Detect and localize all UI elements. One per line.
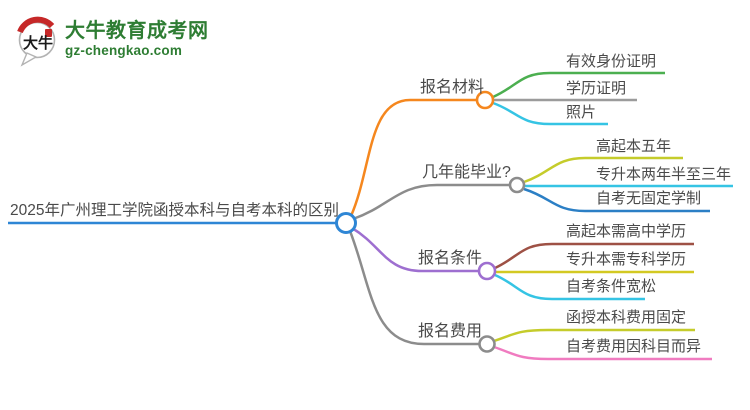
logo-red-ribbon bbox=[17, 16, 55, 34]
logo-bull-icon: 大牛 bbox=[17, 16, 56, 67]
child-label-edu-proof: 学历证明 bbox=[566, 80, 627, 97]
child-label-no-fixed-term: 自考无固定学制 bbox=[596, 190, 702, 207]
child-line-fixed-fee bbox=[493, 328, 695, 343]
child-line-id-proof bbox=[492, 71, 665, 99]
logo-red-seal bbox=[45, 29, 52, 37]
branch-line-fees bbox=[348, 230, 480, 346]
branch-line-years bbox=[352, 183, 510, 221]
branch-line-materials bbox=[349, 98, 477, 217]
child-label-highschool-req: 高起本需高中学历 bbox=[566, 223, 687, 240]
branch-label-conditions: 报名条件 bbox=[418, 250, 483, 267]
logo-icon-text: 大牛 bbox=[23, 34, 53, 52]
branch-node-circle-fees bbox=[478, 335, 496, 353]
child-line-highschool-req bbox=[494, 242, 694, 270]
branch-node-circle-materials bbox=[475, 90, 495, 110]
branch-label-years: 几年能毕业? bbox=[422, 164, 511, 181]
branch-label-fees: 报名费用 bbox=[418, 323, 483, 340]
logo-title: 大牛教育成考网 bbox=[65, 20, 209, 42]
child-line-subject-fee bbox=[493, 345, 712, 361]
child-label-photo: 照片 bbox=[566, 104, 597, 121]
logo-text-block: 大牛教育成考网 gz-chengkao.com bbox=[65, 14, 209, 58]
child-label-id-proof: 有效身份证明 bbox=[566, 53, 657, 70]
child-label-college-req: 专升本需专科学历 bbox=[566, 251, 687, 268]
branch-line-conditions bbox=[351, 226, 479, 273]
child-label-fixed-fee: 函授本科费用固定 bbox=[566, 309, 687, 326]
child-label-relaxed-req: 自考条件宽松 bbox=[566, 278, 657, 295]
site-logo[interactable]: 大牛 大牛教育成考网 gz-chengkao.com bbox=[13, 14, 209, 68]
child-line-photo bbox=[492, 101, 608, 126]
child-line-five-years bbox=[523, 156, 683, 184]
child-line-relaxed-req bbox=[494, 273, 645, 301]
branch-node-circle-years bbox=[508, 176, 526, 194]
child-line-no-fixed-term bbox=[523, 187, 710, 213]
root-node-circle bbox=[335, 212, 357, 234]
logo-domain: gz-chengkao.com bbox=[65, 43, 183, 58]
child-label-subject-fee: 自考费用因科目而异 bbox=[566, 338, 702, 355]
child-label-two-three-years: 专升本两年半至三年 bbox=[596, 166, 732, 183]
logo-bubble-tail bbox=[20, 52, 38, 67]
root-topic-label: 2025年广州理工学院函授本科与自考本科的区别 bbox=[10, 202, 339, 219]
branch-node-circle-conditions bbox=[477, 261, 497, 281]
branch-label-materials: 报名材料 bbox=[420, 79, 485, 96]
child-label-five-years: 高起本五年 bbox=[596, 138, 672, 155]
